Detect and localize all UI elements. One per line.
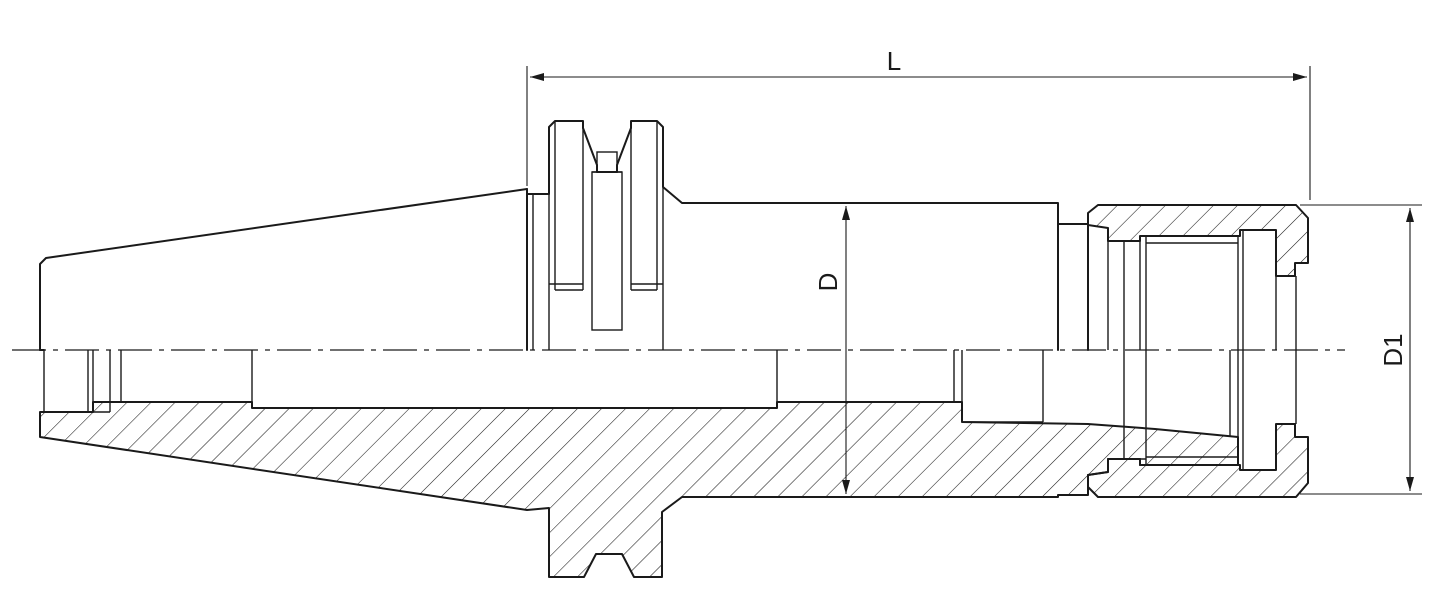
keyway-notch — [596, 151, 618, 173]
dimension-label-D: D — [813, 273, 843, 292]
dimension-D: D — [813, 206, 850, 494]
nut-inner-upper — [1107, 228, 1297, 460]
taper-shank — [39, 188, 528, 351]
nut-neck — [1057, 223, 1089, 351]
dimension-label-L: L — [887, 46, 901, 76]
nut-section-upper — [1087, 204, 1309, 277]
flange-outline — [526, 120, 1059, 351]
keyway-slot — [591, 171, 623, 331]
upper-view — [39, 120, 1089, 351]
dimension-D1: D1 — [1300, 204, 1422, 495]
dimension-L: L — [526, 46, 1311, 200]
body-section — [39, 401, 1239, 578]
lower-section — [39, 350, 1309, 578]
dimension-label-D1: D1 — [1378, 333, 1408, 366]
